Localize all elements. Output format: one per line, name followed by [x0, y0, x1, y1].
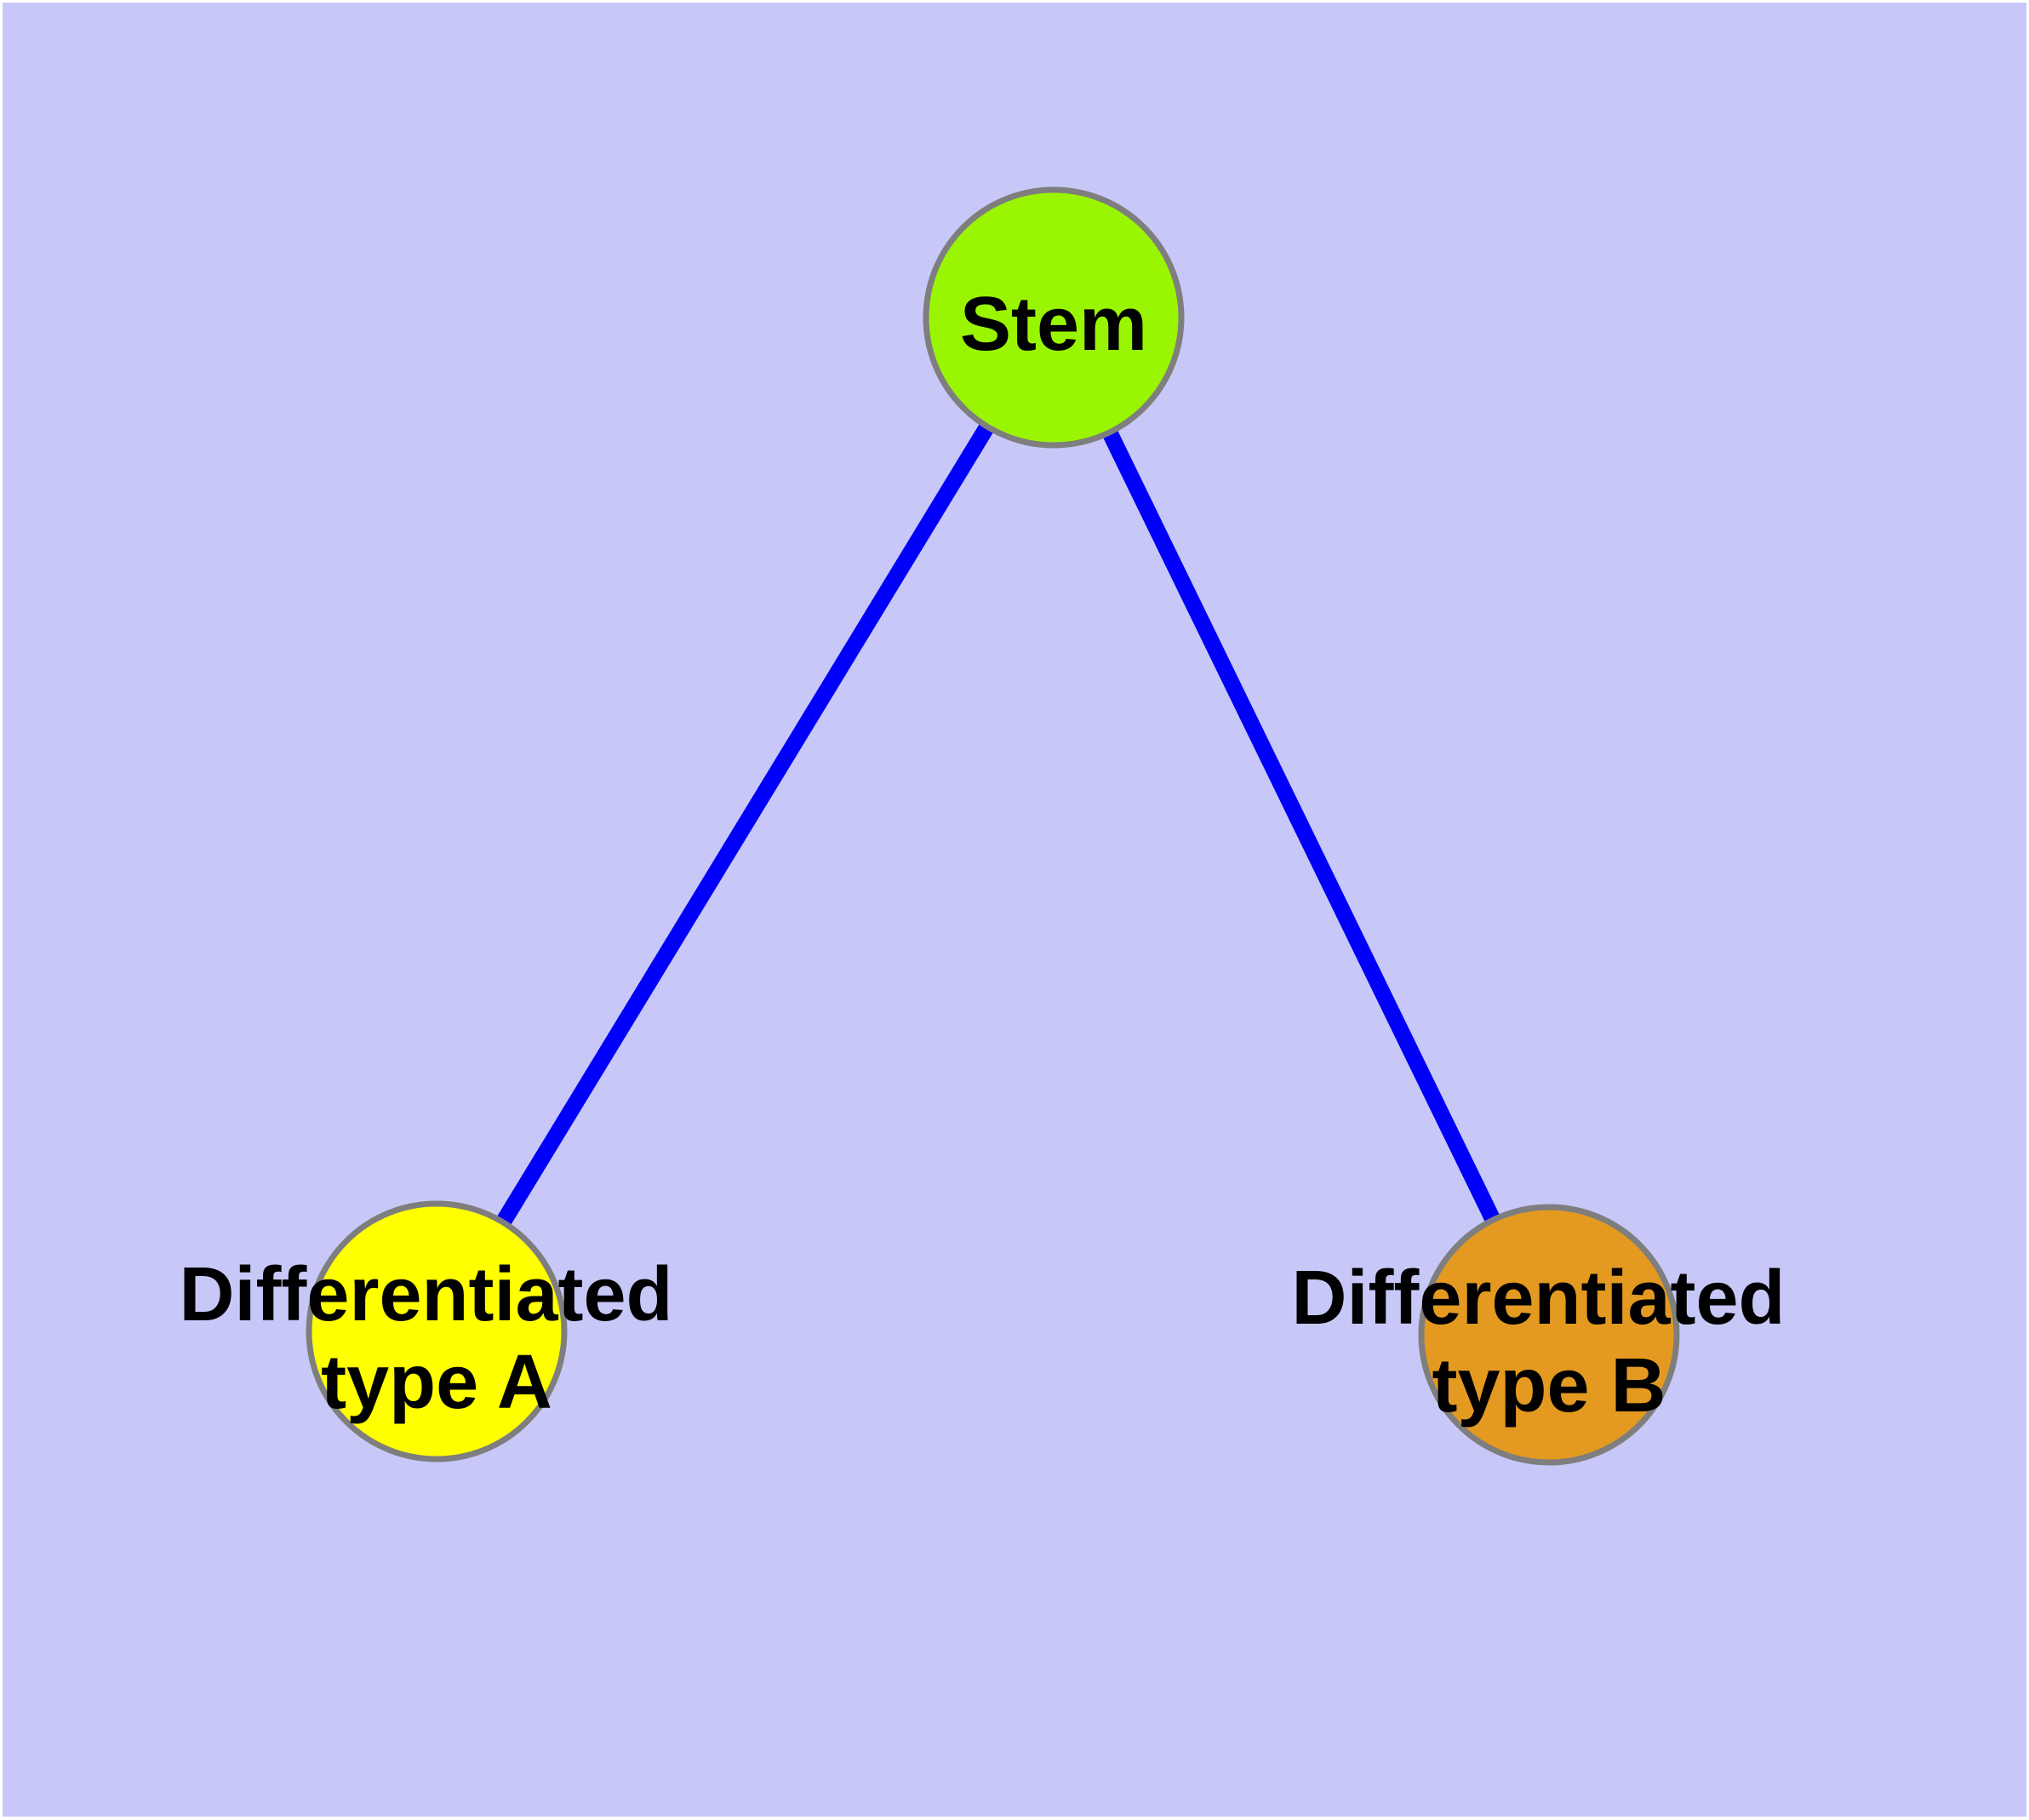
- node-type-b-label-line2: type B: [1432, 1343, 1666, 1428]
- node-type-b-label-line1: Differentiated: [1291, 1256, 1785, 1341]
- node-stem: [923, 186, 1185, 449]
- node-differentiated-type-b: [1418, 1204, 1680, 1466]
- node-stem-label-line1: Stem: [960, 282, 1147, 367]
- node-stem-label: Stem: [960, 282, 1147, 367]
- node-type-a-label-line1: Differentiated: [179, 1252, 672, 1337]
- node-type-b-label: Differentiated type B: [1291, 1256, 1806, 1428]
- edge-stem-to-type-b: [1046, 313, 1557, 1339]
- node-differentiated-type-a: [306, 1200, 568, 1462]
- edge-stem-to-type-a: [429, 313, 1061, 1336]
- node-type-a-label: Differentiated type A: [179, 1252, 694, 1425]
- node-type-a-label-line2: type A: [321, 1340, 552, 1425]
